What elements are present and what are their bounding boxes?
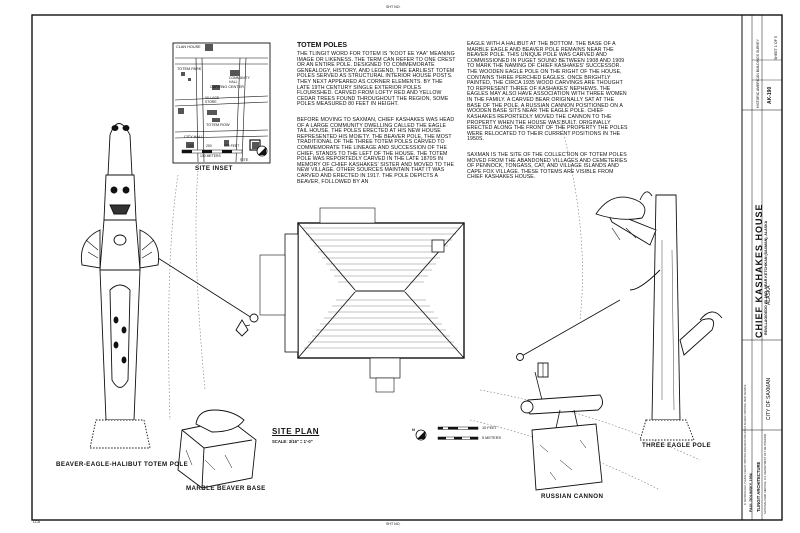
roof-hatching — [302, 227, 460, 349]
totem-poles-paragraph-3: EAGLE WITH A HALIBUT AT THE BOTTOM. THE … — [467, 41, 628, 143]
site-plan-north-letter: N — [412, 427, 415, 432]
inset-buildings — [178, 44, 259, 149]
roof-vent — [431, 239, 445, 253]
inset-label-city-hall: CITY HALL — [184, 135, 204, 139]
caption-beaver-totem-pole: BEAVER-EAGLE-HALIBUT TOTEM POLE — [56, 461, 189, 468]
roof-hips — [297, 222, 465, 359]
site-plan-title: SITE PLAN — [272, 427, 320, 436]
site-plan-scale: SCALE: 3/16" = 1'-0" — [272, 439, 313, 444]
house-rear-step — [259, 254, 286, 316]
totem-poles-paragraph-1: THE TLINGIT WORD FOR TOTEM IS "KOOT EE Y… — [297, 51, 456, 108]
caption-three-eagle-pole: THREE EAGLE POLE — [642, 442, 711, 449]
title-block-house-name: CHIEF KASHAKES HOUSE — [754, 203, 764, 338]
caption-marble-beaver-base: MARBLE BEAVER BASE — [186, 485, 266, 492]
leader-lines — [157, 257, 621, 401]
inset-scale-bar — [181, 149, 243, 154]
totem-poles-paragraph-4: SAXMAN IS THE SITE OF THE COLLECTION OF … — [467, 152, 628, 181]
title-block-architecture: TLINGIT ARCHITECTURE — [756, 461, 761, 512]
inset-scale-meters: 100 METERS — [200, 154, 221, 158]
site-inset-title: SITE INSET — [195, 165, 233, 172]
sheet-outer-border — [31, 14, 783, 521]
house-plan — [259, 207, 465, 393]
inset-label-clan-house: CLAN HOUSE — [176, 45, 201, 49]
house-side-porch — [319, 207, 376, 224]
leader-marker — [516, 353, 524, 361]
inset-scale-100: 100 — [188, 144, 194, 148]
site-plan-north-arrow-icon — [415, 429, 427, 441]
title-block-address: REVILLAGIGEDO ISLAND, NEAR KETCHIKAN (SA… — [764, 220, 768, 335]
inset-site-marker — [249, 139, 261, 151]
inset-north-arrow-icon — [256, 145, 268, 157]
sheet-mark-top: SHT NO. — [386, 5, 401, 9]
scale-bar-feet — [437, 426, 479, 430]
beaver-totem-pole-drawing — [80, 123, 160, 449]
grade-contours — [168, 119, 701, 491]
title-block-state: ALASKA — [766, 285, 772, 305]
totem-poles-paragraph-2: BEFORE MOVING TO SAXMAN, CHIEF KASHAKES … — [297, 117, 455, 185]
inset-label-site: SITE — [240, 158, 249, 162]
totem-poles-heading: TOTEM POLES — [297, 42, 348, 49]
inset-label-totem-park: TOTEM PARK — [177, 67, 202, 71]
title-block-agency: HISTORIC AMERICAN BUILDINGS SURVEY — [756, 39, 760, 108]
site-inset-map — [172, 42, 271, 164]
title-block-agency-note: NATIONAL PARK SERVICE, U.S. DEPARTMENT O… — [764, 433, 767, 514]
marble-beaver-base-drawing — [177, 409, 257, 489]
scale-label-meters: 5 METERS — [482, 436, 501, 440]
house-entry-step — [375, 377, 395, 393]
russian-cannon-drawing — [520, 394, 603, 491]
inset-scale-200: 200 — [206, 144, 212, 148]
title-block-sheet-number: SHEET 1 OF 5 — [774, 36, 778, 60]
title-block-city: CITY OF SAXMAN — [766, 377, 772, 420]
inset-label-carving-center: CARVING CENTER — [210, 85, 244, 89]
inset-label-village-store: VILLAGE STORE — [205, 96, 220, 104]
sheet-mark-bottom: SHT NO. — [386, 522, 401, 526]
title-block-delineator: PAUL DOLINSKY, 1994 — [749, 473, 753, 512]
title-block-fine-print: IF REPRODUCED, PLEASE CREDIT: HISTORIC A… — [744, 384, 747, 505]
corner-mark: LCA — [33, 520, 40, 524]
inset-label-community-hall: COMMUNITY HALL — [229, 76, 250, 84]
house-front-deck — [284, 233, 299, 353]
leader-marker — [249, 313, 259, 323]
caption-russian-cannon: RUSSIAN CANNON — [541, 493, 604, 500]
title-block-hab-number: AK-190 — [767, 86, 773, 104]
scale-label-feet: 10 FEET — [482, 426, 497, 430]
house-entry-step — [369, 357, 401, 379]
inset-streets — [174, 57, 269, 163]
scale-bar-meters — [437, 436, 479, 440]
totem-pole-plan-symbol — [235, 319, 249, 337]
inset-scale-300: 300 FEET — [224, 144, 240, 148]
cannon-plan-symbol — [537, 362, 549, 378]
three-eagle-pole-drawing — [595, 191, 723, 441]
inset-label-totem-row: TOTEM ROW — [206, 123, 230, 127]
